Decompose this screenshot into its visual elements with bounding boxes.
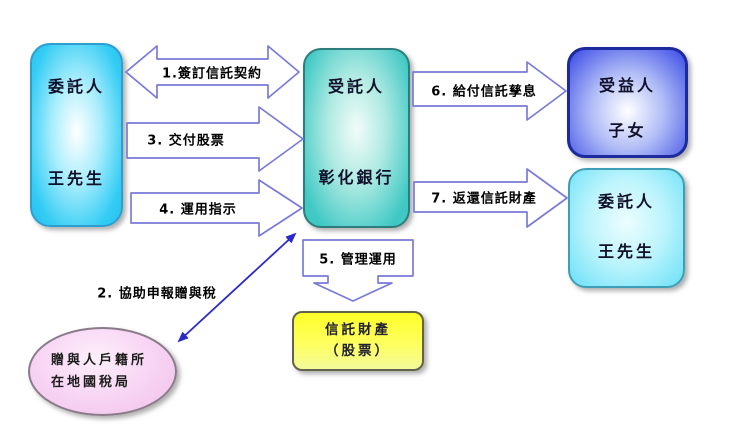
trustor-role: 委託人 (47, 77, 105, 96)
trust-property-line2: （股票） (325, 343, 391, 359)
tax-office-ellipse: 贈與人戶籍所 在地國稅局 (28, 327, 177, 416)
beneficiary-role: 受益人 (598, 76, 656, 95)
step5-label: 5. 管理運用 (319, 252, 397, 268)
trustor-return-role: 委託人 (597, 192, 655, 211)
trustee-role: 受託人 (327, 77, 385, 96)
step2-label: 2. 協助申報贈與稅 (97, 286, 217, 302)
trustor-return-box: 委託人 王先生 (568, 168, 685, 288)
step7-label: 7. 返還信託財產 (431, 191, 537, 207)
step6-label: 6. 給付信託孳息 (431, 84, 537, 100)
step4-label: 4. 運用指示 (159, 202, 237, 218)
trustee-box: 受託人 彰化銀行 (303, 48, 410, 228)
step1-label: 1.簽訂信託契約 (162, 66, 262, 82)
trust-property-line1: 信託財產 (325, 322, 391, 338)
trust-property-box: 信託財產 （股票） (292, 311, 424, 371)
step3-label: 3. 交付股票 (147, 133, 225, 149)
tax-office-line1: 贈與人戶籍所 (51, 352, 148, 368)
trustee-name: 彰化銀行 (318, 168, 395, 187)
trustor-box: 委託人 王先生 (30, 43, 123, 227)
trustor-name: 王先生 (47, 169, 105, 188)
tax-office-line2: 在地國稅局 (51, 374, 132, 390)
beneficiary-name: 子女 (608, 121, 647, 140)
trustor-return-name: 王先生 (597, 242, 655, 261)
beneficiary-box: 受益人 子女 (567, 47, 688, 158)
